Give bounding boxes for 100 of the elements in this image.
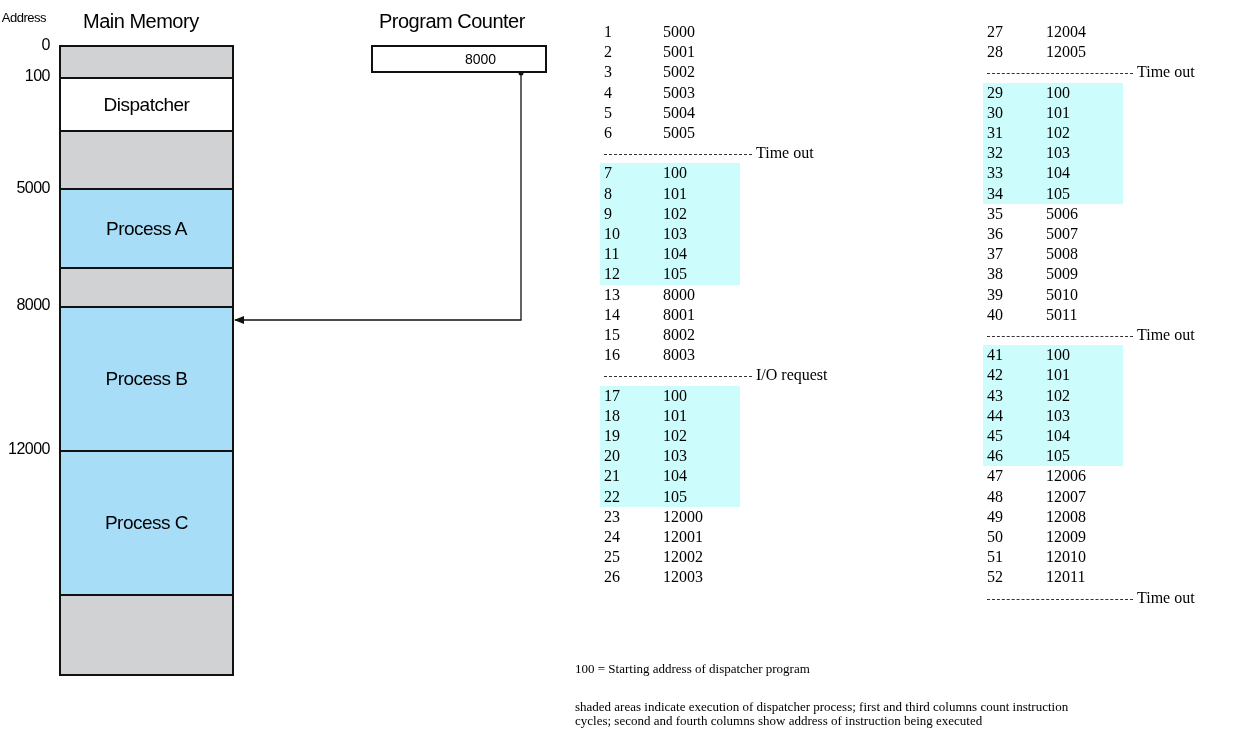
instruction-address: 12000 [663, 506, 703, 527]
cycle-number: 28 [987, 42, 1003, 63]
instruction-address: 103 [1046, 405, 1070, 426]
cycle-number: 15 [604, 325, 620, 345]
instruction-address: 5009 [1046, 264, 1078, 285]
instruction-address: 101 [1046, 365, 1070, 386]
instruction-address: 5000 [663, 22, 695, 42]
instruction-address: 100 [663, 163, 687, 184]
cycle-number: 16 [604, 345, 620, 366]
instruction-address: 12008 [1046, 506, 1086, 527]
memory-segment [59, 130, 234, 190]
cycle-number: 43 [987, 385, 1003, 406]
cycle-number: 20 [604, 446, 620, 467]
cycle-number: 32 [987, 143, 1003, 164]
cycle-number: 26 [604, 567, 620, 588]
cycle-number: 3 [604, 62, 612, 83]
memory-segment: Dispatcher [59, 77, 234, 132]
event-label: Time out [756, 143, 814, 164]
cycle-number: 7 [604, 163, 612, 184]
instruction-address: 102 [663, 203, 687, 224]
note-text: shaded areas indicate execution of dispatcher process; first and third columns count instruction cycles; second and fourth columns show address of instruction being executed [575, 700, 1070, 728]
cycle-number: 52 [987, 567, 1003, 588]
instruction-address: 103 [1046, 143, 1070, 164]
instruction-address: 102 [663, 426, 687, 446]
cycle-number: 36 [987, 224, 1003, 244]
cycle-number: 10 [604, 224, 620, 244]
instruction-address: 100 [663, 385, 687, 406]
instruction-address: 104 [663, 466, 687, 487]
instruction-address: 102 [1046, 123, 1070, 143]
cycle-number: 50 [987, 527, 1003, 547]
instruction-address: 105 [1046, 446, 1070, 467]
instruction-address: 8001 [663, 304, 695, 325]
cycle-number: 41 [987, 345, 1003, 366]
cycle-number: 48 [987, 486, 1003, 507]
address-label: 8000 [16, 296, 50, 315]
event-label: I/O request [756, 365, 828, 386]
instruction-address: 105 [1046, 183, 1070, 204]
cycle-number: 45 [987, 426, 1003, 446]
cycle-number: 12 [604, 264, 620, 285]
instruction-address: 12005 [1046, 42, 1086, 63]
cycle-number: 9 [604, 203, 612, 224]
instruction-address: 8002 [663, 325, 695, 345]
instruction-address: 100 [1046, 345, 1070, 366]
instruction-address: 101 [1046, 102, 1070, 123]
cycle-number: 21 [604, 466, 620, 487]
memory-segment [59, 267, 234, 308]
cycle-number: 30 [987, 102, 1003, 123]
instruction-address: 8000 [663, 284, 695, 305]
instruction-address: 12004 [1046, 22, 1086, 42]
note-text: 100 = Starting address of dispatcher program [575, 662, 811, 676]
cycle-number: 25 [604, 547, 620, 568]
cycle-number: 24 [604, 527, 620, 547]
cycle-number: 1 [604, 22, 612, 42]
memory-segment: Process A [59, 188, 234, 269]
instruction-address: 5005 [663, 123, 695, 143]
cycle-number: 17 [604, 385, 620, 406]
cycle-number: 27 [987, 22, 1003, 42]
instruction-address: 105 [663, 486, 687, 507]
cycle-number: 22 [604, 486, 620, 507]
instruction-address: 5010 [1046, 284, 1078, 305]
address-label: 0 [41, 36, 50, 55]
instruction-address: 12010 [1046, 547, 1086, 568]
instruction-address: 100 [1046, 82, 1070, 103]
instruction-address: 8003 [663, 345, 695, 366]
instruction-address: 103 [663, 446, 687, 467]
cycle-number: 38 [987, 264, 1003, 285]
cycle-number: 39 [987, 284, 1003, 305]
cycle-number: 5 [604, 102, 612, 123]
instruction-address: 12002 [663, 547, 703, 568]
instruction-address: 5001 [663, 42, 695, 63]
instruction-address: 5004 [663, 102, 695, 123]
instruction-address: 104 [1046, 163, 1070, 184]
instruction-address: 5008 [1046, 244, 1078, 265]
instruction-address: 102 [1046, 385, 1070, 406]
instruction-address: 104 [663, 244, 687, 265]
cycle-number: 29 [987, 82, 1003, 103]
instruction-address: 104 [1046, 426, 1070, 446]
cycle-number: 14 [604, 304, 620, 325]
section-heading: Main Memory [83, 10, 199, 33]
instruction-address: 101 [663, 183, 687, 204]
cycle-number: 44 [987, 405, 1003, 426]
instruction-address: 12007 [1046, 486, 1086, 507]
cycle-number: 49 [987, 506, 1003, 527]
cycle-number: 13 [604, 284, 620, 305]
instruction-address: 103 [663, 224, 687, 244]
section-heading: Program Counter [379, 10, 525, 33]
cycle-number: 51 [987, 547, 1003, 568]
instruction-address: 12006 [1046, 466, 1086, 487]
cycle-number: 11 [604, 244, 620, 265]
instruction-address: 105 [663, 264, 687, 285]
cycle-number: 35 [987, 203, 1003, 224]
register-field: 8000 [371, 45, 547, 73]
cycle-number: 23 [604, 506, 620, 527]
cycle-number: 34 [987, 183, 1003, 204]
address-label: 5000 [16, 179, 50, 198]
cycle-number: 18 [604, 405, 620, 426]
memory-segment: Process C [59, 450, 234, 596]
cycle-number: 33 [987, 163, 1003, 184]
address-label: 12000 [8, 440, 50, 459]
cycle-number: 47 [987, 466, 1003, 487]
